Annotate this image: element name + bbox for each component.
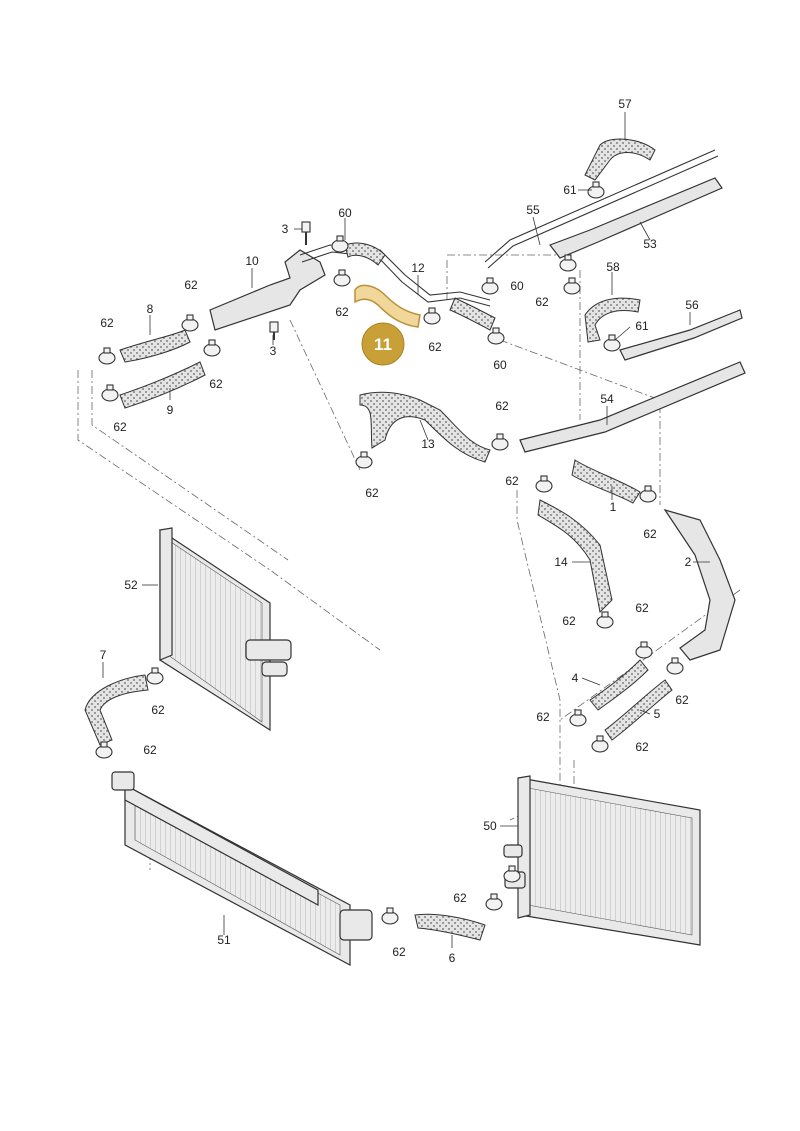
hose-clamp-icon bbox=[559, 254, 577, 272]
part-number-label-6: 6 bbox=[449, 951, 456, 965]
hoses bbox=[84, 138, 673, 941]
part-number-label-62: 62 bbox=[562, 614, 576, 628]
part-number-label-62: 62 bbox=[675, 693, 689, 707]
part-number-label-62: 62 bbox=[392, 945, 406, 959]
part-number-label-3: 3 bbox=[282, 222, 289, 236]
part-number-label-2: 2 bbox=[685, 555, 692, 569]
hose-clamp-icon bbox=[666, 657, 684, 675]
hose-clamp-icon bbox=[331, 235, 349, 253]
part-number-label-62: 62 bbox=[365, 486, 379, 500]
part-number-label-62: 62 bbox=[505, 474, 519, 488]
part-number-label-3: 3 bbox=[270, 344, 277, 358]
part-number-label-60: 60 bbox=[510, 279, 524, 293]
callout-badge-11[interactable]: 11 bbox=[361, 322, 405, 366]
part-number-label-56: 56 bbox=[685, 298, 699, 312]
hose-clamp-icon bbox=[603, 334, 621, 352]
hose-clamp-icon bbox=[591, 735, 609, 753]
label-leader-lines bbox=[102, 112, 710, 948]
auxiliary-radiator-52[interactable] bbox=[159, 527, 292, 732]
radiator-51[interactable] bbox=[111, 771, 373, 966]
part-number-label-62: 62 bbox=[535, 295, 549, 309]
hose-clamp-icon bbox=[587, 181, 605, 199]
part-number-label-5: 5 bbox=[654, 707, 661, 721]
hose-clamp-icon bbox=[503, 865, 521, 883]
part-number-label-54: 54 bbox=[600, 392, 614, 406]
part-number-label-62: 62 bbox=[495, 399, 509, 413]
part-number-label-12: 12 bbox=[411, 261, 425, 275]
hose-clamp-icon bbox=[355, 451, 373, 469]
hose-clamp-icon bbox=[423, 307, 441, 325]
hose-clamp-icon bbox=[481, 277, 499, 295]
hose-clamp-icon bbox=[146, 667, 164, 685]
screw-icon bbox=[269, 221, 311, 340]
part-number-label-62: 62 bbox=[536, 710, 550, 724]
hose-clamp-icon bbox=[491, 433, 509, 451]
metal-pipes bbox=[209, 149, 746, 661]
hose-clamp-icon bbox=[98, 347, 116, 365]
part-number-label-62: 62 bbox=[635, 740, 649, 754]
part-number-label-60: 60 bbox=[493, 358, 507, 372]
part-number-label-1: 1 bbox=[610, 500, 617, 514]
part-number-label-55: 55 bbox=[526, 203, 540, 217]
hose-clamps bbox=[95, 181, 684, 925]
part-number-label-52: 52 bbox=[124, 578, 138, 592]
part-number-label-14: 14 bbox=[554, 555, 568, 569]
hose-clamp-icon bbox=[635, 641, 653, 659]
part-number-label-61: 61 bbox=[635, 319, 649, 333]
part-number-label-62: 62 bbox=[335, 305, 349, 319]
part-number-label-57: 57 bbox=[618, 97, 632, 111]
part-number-label-53: 53 bbox=[643, 237, 657, 251]
hose-clamp-icon bbox=[101, 384, 119, 402]
part-number-label-62: 62 bbox=[184, 278, 198, 292]
part-number-label-7: 7 bbox=[100, 648, 107, 662]
hose-clamp-icon bbox=[569, 709, 587, 727]
part-number-label-62: 62 bbox=[635, 601, 649, 615]
hose-clamp-icon bbox=[95, 741, 113, 759]
part-number-label-58: 58 bbox=[606, 260, 620, 274]
hose-clamp-icon bbox=[333, 269, 351, 287]
part-number-label-13: 13 bbox=[421, 437, 435, 451]
part-number-label-61: 61 bbox=[563, 183, 577, 197]
hose-clamp-icon bbox=[535, 475, 553, 493]
part-number-label-62: 62 bbox=[643, 527, 657, 541]
hose-clamp-icon bbox=[381, 907, 399, 925]
part-number-label-60: 60 bbox=[338, 206, 352, 220]
part-number-label-62: 62 bbox=[113, 420, 127, 434]
part-number-label-62: 62 bbox=[143, 743, 157, 757]
part-number-label-8: 8 bbox=[147, 302, 154, 316]
part-number-label-9: 9 bbox=[167, 403, 174, 417]
part-number-label-62: 62 bbox=[453, 891, 467, 905]
hose-clamp-icon bbox=[203, 339, 221, 357]
hose-clamp-icon bbox=[563, 277, 581, 295]
part-number-label-10: 10 bbox=[245, 254, 259, 268]
part-number-label-4: 4 bbox=[572, 671, 579, 685]
hose-clamp-icon bbox=[487, 327, 505, 345]
hose-clamp-icon bbox=[485, 893, 503, 911]
part-number-label-62: 62 bbox=[100, 316, 114, 330]
part-number-label-51: 51 bbox=[217, 933, 231, 947]
part-number-label-62: 62 bbox=[209, 377, 223, 391]
hose-clamp-icon bbox=[596, 611, 614, 629]
part-number-label-62: 62 bbox=[428, 340, 442, 354]
callout-badge-number: 11 bbox=[374, 335, 392, 354]
part-number-label-62: 62 bbox=[151, 703, 165, 717]
radiator-50[interactable] bbox=[503, 775, 701, 946]
part-number-label-50: 50 bbox=[483, 819, 497, 833]
callout-badge-circle bbox=[361, 322, 405, 366]
hose-clamp-icon bbox=[181, 314, 199, 332]
highlighted-hose-11[interactable] bbox=[354, 284, 421, 328]
hose-clamp-icon bbox=[639, 485, 657, 503]
